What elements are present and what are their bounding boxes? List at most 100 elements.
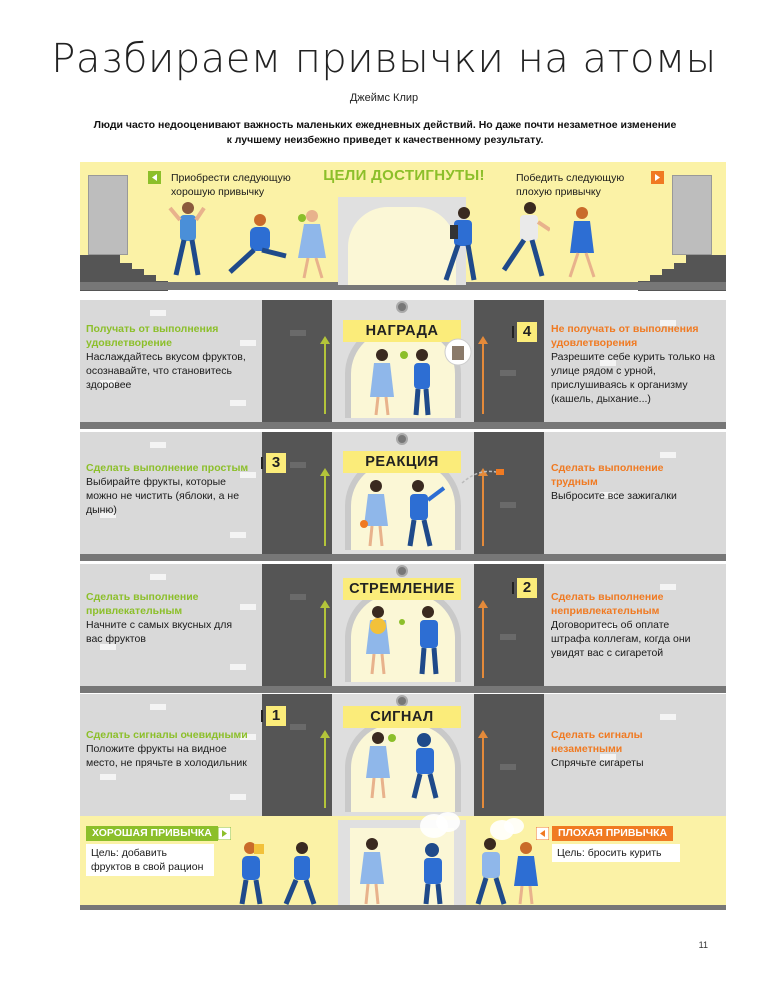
- floor-1-arrow-good-icon: [320, 468, 330, 546]
- top-floor-beam: [80, 282, 726, 290]
- bad-goal: Цель: бросить курить: [552, 844, 680, 862]
- brick-icon: [240, 472, 256, 478]
- brick-icon: [500, 370, 516, 376]
- smoke-cloud-2-icon: [490, 818, 524, 840]
- floor-1-beam: [80, 554, 726, 561]
- brick-icon: [290, 462, 306, 468]
- brick-icon: [240, 604, 256, 610]
- bad-text-cue: Спрячьте сигареты: [551, 757, 644, 769]
- brick-icon: [230, 794, 246, 800]
- bottom-bad-people-icon: [475, 838, 538, 905]
- stage-number-4: 4: [512, 322, 537, 342]
- stage-label-cue: СИГНАЛ: [343, 706, 461, 728]
- good-text-craving: Начните с самых вкусных для вас фруктов: [86, 619, 233, 645]
- brick-icon: [230, 400, 246, 406]
- good-head-cue: Сделать сигналы очевидными: [86, 729, 248, 741]
- brick-icon: [600, 492, 616, 498]
- page-number: 11: [698, 940, 708, 950]
- brick-icon: [150, 442, 166, 448]
- floor-0-wall-right: [544, 300, 726, 422]
- cue-couple-icon: [366, 732, 439, 799]
- brick-icon: [660, 584, 676, 590]
- brick-icon: [240, 340, 256, 346]
- trash-bin-icon: [444, 338, 472, 366]
- good-goal: Цель: добавить фруктов в свой рацион: [86, 844, 214, 876]
- stage-number-3: 3: [261, 453, 286, 473]
- floor-0-beam: [80, 422, 726, 429]
- good-head-reaction: Сделать выполнение простым: [86, 462, 249, 474]
- brick-icon: [100, 512, 116, 518]
- runner-good-1-icon: [168, 202, 206, 276]
- brick-icon: [600, 360, 616, 366]
- floor-1-wall-right: [544, 432, 726, 554]
- bottom-good-people-icon: [239, 842, 317, 905]
- lead-paragraph: Люди часто недооценивают важность малень…: [93, 119, 677, 146]
- stage-label-reaction: РЕАКЦИЯ: [343, 451, 461, 473]
- brick-icon: [290, 724, 306, 730]
- floor-0-arrow-bad-icon: [478, 336, 488, 414]
- bad-text-reward: Разрешите себе курить только на улице ря…: [551, 351, 715, 405]
- top-good-label: Приобрести следующую хорошую привычку: [166, 169, 298, 201]
- brick-icon: [660, 320, 676, 326]
- top-door-right: [672, 175, 712, 255]
- good-text-reward: Наслаждайтесь вкусом фруктов, осознавайт…: [86, 351, 246, 391]
- floor-3-arrow-bad-icon: [478, 730, 488, 808]
- good-head-craving: Сделать выполнение привлекательным: [86, 591, 199, 617]
- brick-icon: [150, 310, 166, 316]
- good-text-cue: Положите фрукты на видное место, не пряч…: [86, 743, 247, 769]
- stage-number-2: 2: [512, 578, 537, 598]
- bottom-floor-beam: [80, 905, 726, 910]
- thrown-lighter-icon: [461, 469, 504, 484]
- floor-1-arrow-bad-icon: [478, 468, 488, 546]
- runner-good-2-icon: [228, 214, 287, 274]
- brick-icon: [230, 664, 246, 670]
- bad-head-reward: Не получать от выполнения удовлетворения: [551, 323, 699, 349]
- floor-3-shaft-right: [474, 694, 544, 816]
- arrow-left-bad-icon: [536, 827, 549, 840]
- arrow-right-good-icon: [218, 827, 231, 840]
- brick-icon: [150, 574, 166, 580]
- brick-icon: [660, 452, 676, 458]
- floor-3-cab: [345, 718, 461, 812]
- stage-number-1: 1: [261, 706, 286, 726]
- runner-good-3-icon: [298, 210, 326, 279]
- brick-icon: [290, 330, 306, 336]
- smoke-cloud-icon: [420, 812, 460, 838]
- bad-head-cue: Сделать сигналы незаметными: [551, 729, 643, 755]
- good-text-reaction: Выбирайте фрукты, которые можно не чисти…: [86, 476, 240, 516]
- good-head-reward: Получать от выполнения удовлетворение: [86, 323, 219, 349]
- brick-icon: [150, 704, 166, 710]
- top-bad-label: Победить следующую плохую привычку: [511, 169, 643, 201]
- floor-2-wall-right: [544, 564, 726, 686]
- goals-achieved: ЦЕЛИ ДОСТИГНУТЫ!: [323, 167, 485, 184]
- brick-icon: [290, 594, 306, 600]
- floor-1-pulley-icon: [396, 433, 408, 445]
- floor-2-arrow-bad-icon: [478, 600, 488, 678]
- craving-couple-icon: [366, 606, 439, 675]
- bad-habit-tag: ПЛОХАЯ ПРИВЫЧКА: [552, 826, 674, 841]
- brick-icon: [500, 634, 516, 640]
- floor-0-shaft-right: [474, 300, 544, 422]
- top-door-left: [88, 175, 128, 255]
- floor-1-shaft-left: [262, 432, 332, 554]
- top-elevator-cab: [348, 207, 456, 285]
- arrow-right-icon: [651, 171, 664, 184]
- runner-bad-2-icon: [501, 202, 550, 277]
- floor-2-shaft-left: [262, 564, 332, 686]
- floor-2-beam: [80, 686, 726, 693]
- runner-bad-3-icon: [568, 207, 596, 278]
- floor-3-wall-right: [544, 694, 726, 816]
- bottom-cab-people-icon: [360, 838, 443, 905]
- brick-icon: [230, 532, 246, 538]
- brick-icon: [660, 714, 676, 720]
- good-habit-tag: ХОРОШАЯ ПРИВЫЧКА: [86, 826, 218, 841]
- floor-0-pulley-icon: [396, 301, 408, 313]
- brick-icon: [500, 502, 516, 508]
- floor-3-arrow-good-icon: [320, 730, 330, 808]
- brick-icon: [600, 624, 616, 630]
- stage-label-reward: НАГРАДА: [343, 320, 461, 342]
- bad-head-reaction: Сделать выполнение трудным: [551, 462, 664, 488]
- bad-text-craving: Договоритесь об оплате штрафа коллегам, …: [551, 619, 691, 659]
- reaction-couple-icon: [360, 480, 446, 547]
- floor-0-arrow-good-icon: [320, 336, 330, 414]
